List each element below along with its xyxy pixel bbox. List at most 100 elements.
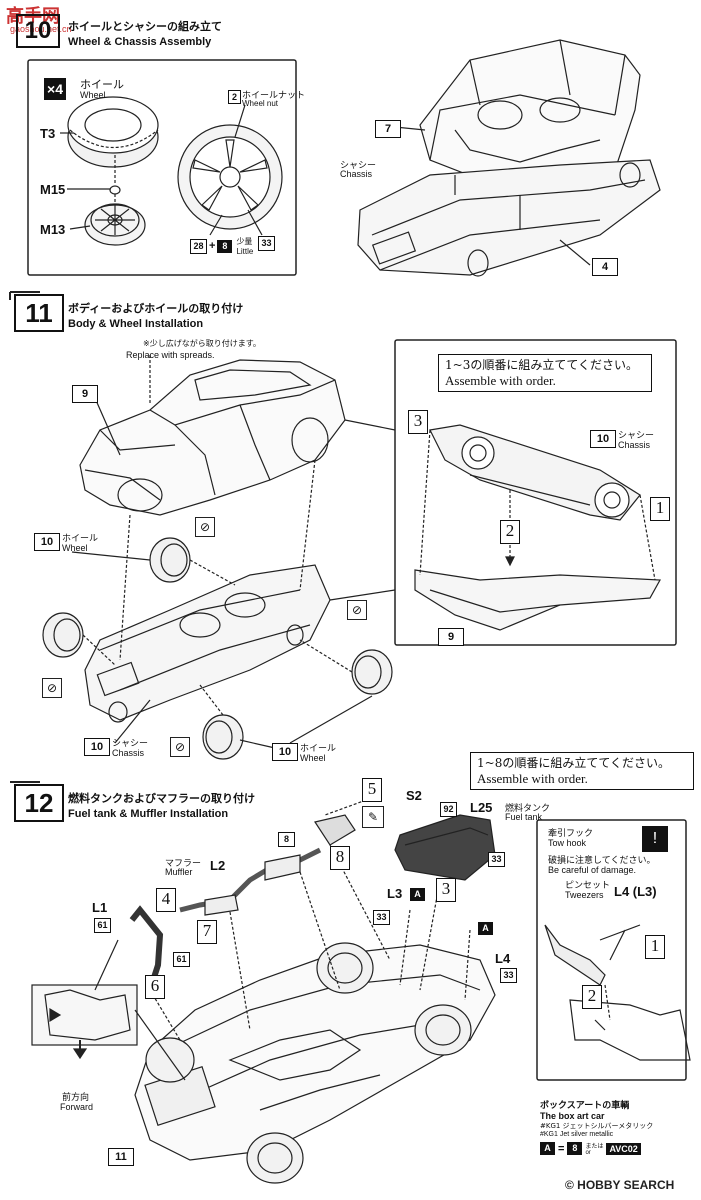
step-11-title-jp: ボディーおよびホイールの取り付け bbox=[68, 302, 244, 315]
step-11-title: ボディーおよびホイールの取り付け Body & Wheel Installati… bbox=[68, 300, 243, 330]
order12-3: 3 bbox=[436, 878, 456, 902]
nut-label-jp: ホイールナット bbox=[242, 91, 306, 101]
step-11-number: 11 bbox=[14, 294, 64, 332]
boxart-paint-a: A bbox=[540, 1142, 555, 1155]
part-10-chassis: 10 bbox=[84, 738, 110, 756]
order12-en: Assemble with order. bbox=[477, 771, 588, 786]
paint-33-l3: 33 bbox=[373, 910, 390, 925]
caution-icon: ! bbox=[642, 826, 668, 852]
order-en: Assemble with order. bbox=[445, 373, 556, 388]
spread-note-jp: ※少し広げながら取り付けます。 bbox=[143, 339, 261, 348]
order12-1: 1 bbox=[645, 935, 665, 959]
paint-33-wheel: 33 bbox=[258, 236, 275, 251]
part-t3: T3 bbox=[40, 126, 56, 141]
assemble-order-box-step12: 1~8の順番に組み立ててください。 Assemble with order. bbox=[470, 752, 694, 790]
wheel-right-jp: ホイール bbox=[300, 744, 337, 754]
order12-8: 8 bbox=[330, 846, 350, 870]
part-l4: L4 bbox=[495, 951, 511, 966]
no-glue-icon: ⊘ bbox=[347, 600, 367, 620]
part-l2: L2 bbox=[210, 858, 226, 873]
part-l4-l3: L4 (L3) bbox=[614, 884, 657, 899]
part-9-panel: 9 bbox=[438, 628, 464, 646]
tweezers-en: Tweezers bbox=[565, 890, 604, 900]
spread-note-en: Replace with spreads. bbox=[126, 350, 215, 360]
order-1: 1 bbox=[650, 497, 670, 521]
paint-92: 92 bbox=[440, 802, 457, 817]
chassis-en: Chassis bbox=[112, 748, 145, 758]
muffler-en: Muffler bbox=[165, 867, 193, 877]
step-10-title-jp: ホイールとシャシーの組み立て bbox=[68, 20, 222, 33]
part-7-body: 7 bbox=[375, 120, 401, 138]
paint-61-l2: 61 bbox=[173, 952, 190, 967]
part-10-chassis-panel: 10 bbox=[590, 430, 616, 448]
boxart-code: AVC02 bbox=[606, 1142, 641, 1155]
wheel-right-en: Wheel bbox=[300, 753, 326, 763]
wheel-left-jp: ホイール bbox=[62, 534, 99, 544]
order12-jp: 1~8の順番に組み立ててください。 bbox=[477, 756, 670, 770]
part-m15: M15 bbox=[40, 182, 66, 197]
footer-copyright: © HOBBY SEARCH bbox=[565, 1178, 675, 1192]
part-4-chassis: 4 bbox=[592, 258, 618, 276]
little-en: Little bbox=[236, 247, 254, 256]
nut-part-number: 2 bbox=[228, 90, 241, 104]
paint-33-tank: 33 bbox=[488, 852, 505, 867]
nut-label-en: Wheel nut bbox=[242, 99, 279, 108]
cement-icon: ✎ bbox=[362, 806, 384, 828]
careful-jp: 破損に注意してください。 bbox=[548, 856, 656, 866]
order-3: 3 bbox=[408, 410, 428, 434]
box-art-info: ボックスアートの車輌 The box art car #KG1 ジェットシルバー… bbox=[540, 1098, 700, 1156]
tank-en: Fuel tank bbox=[505, 812, 543, 822]
tweezers-jp: ピンセット bbox=[565, 881, 611, 891]
no-glue-icon: ⊘ bbox=[170, 737, 190, 757]
boxart-line2: #KG1 Jet silver metallic bbox=[540, 1131, 614, 1138]
wheel-left-en: Wheel bbox=[62, 543, 88, 553]
part-l3: L3 bbox=[387, 886, 403, 901]
muffler-jp: マフラー bbox=[165, 859, 202, 869]
chassis-label-jp: シャシー bbox=[340, 161, 377, 171]
order-2: 2 bbox=[500, 520, 520, 544]
wheel-label-en: Wheel bbox=[80, 90, 106, 100]
step-12-title-jp: 燃料タンクおよびマフラーの取り付け bbox=[68, 792, 255, 805]
boxart-paint-8: 8 bbox=[567, 1142, 583, 1155]
chassis-panel-en: Chassis bbox=[618, 440, 651, 450]
little-jp: 少量 bbox=[236, 237, 253, 246]
paint-8-muffler: 8 bbox=[278, 832, 295, 847]
paint-8: 8 bbox=[217, 239, 233, 253]
part-10-wheel-left: 10 bbox=[34, 533, 60, 551]
careful-en: Be careful of damage. bbox=[548, 865, 637, 875]
paint-28: 28 bbox=[190, 238, 207, 254]
step-10-number: 10 bbox=[16, 14, 60, 48]
paint-a-l4: A bbox=[478, 922, 493, 935]
qty-badge: ×4 bbox=[44, 78, 66, 100]
paint-33-l4: 33 bbox=[500, 968, 517, 983]
part-l1: L1 bbox=[92, 900, 108, 915]
boxart-line1: #KG1 ジェットシルバーメタリック bbox=[540, 1122, 654, 1130]
part-9-body: 9 bbox=[72, 385, 98, 403]
step-11-title-en: Body & Wheel Installation bbox=[68, 318, 204, 330]
step-12-number: 12 bbox=[14, 784, 64, 822]
step-12-title-en: Fuel tank & Muffler Installation bbox=[68, 808, 229, 820]
paint-a-l3: A bbox=[410, 888, 425, 901]
chassis-panel-jp: シャシー bbox=[618, 431, 655, 441]
paint-mix: 28 + 8 少量 Little bbox=[190, 236, 253, 256]
part-m13: M13 bbox=[40, 222, 66, 237]
part-s2: S2 bbox=[406, 788, 422, 803]
part-11-body: 11 bbox=[108, 1148, 134, 1166]
hook-en: Tow hook bbox=[548, 838, 587, 848]
watermark-logo: 高手网 bbox=[6, 6, 60, 27]
boxart-title-jp: ボックスアートの車輌 bbox=[540, 1101, 630, 1111]
step-10-title: ホイールとシャシーの組み立て Wheel & Chassis Assembly bbox=[68, 18, 222, 48]
paint-61-l1: 61 bbox=[94, 918, 111, 933]
assemble-order-box-step11: 1~3の順番に組み立ててください。 Assemble with order. bbox=[438, 354, 652, 392]
watermark-site: gaoshou.net.cn bbox=[10, 24, 72, 34]
order-jp: 1~3の順番に組み立ててください。 bbox=[445, 358, 638, 372]
step-10-title-en: Wheel & Chassis Assembly bbox=[68, 36, 212, 48]
forward-en: Forward bbox=[60, 1102, 94, 1112]
chassis-jp: シャシー bbox=[112, 739, 149, 749]
boxart-title-en: The box art car bbox=[540, 1111, 605, 1121]
order12-6: 6 bbox=[145, 975, 165, 999]
forward-jp: 前方向 bbox=[62, 1093, 90, 1103]
no-glue-icon: ⊘ bbox=[195, 517, 215, 537]
hook-jp: 牽引フック bbox=[548, 829, 594, 839]
